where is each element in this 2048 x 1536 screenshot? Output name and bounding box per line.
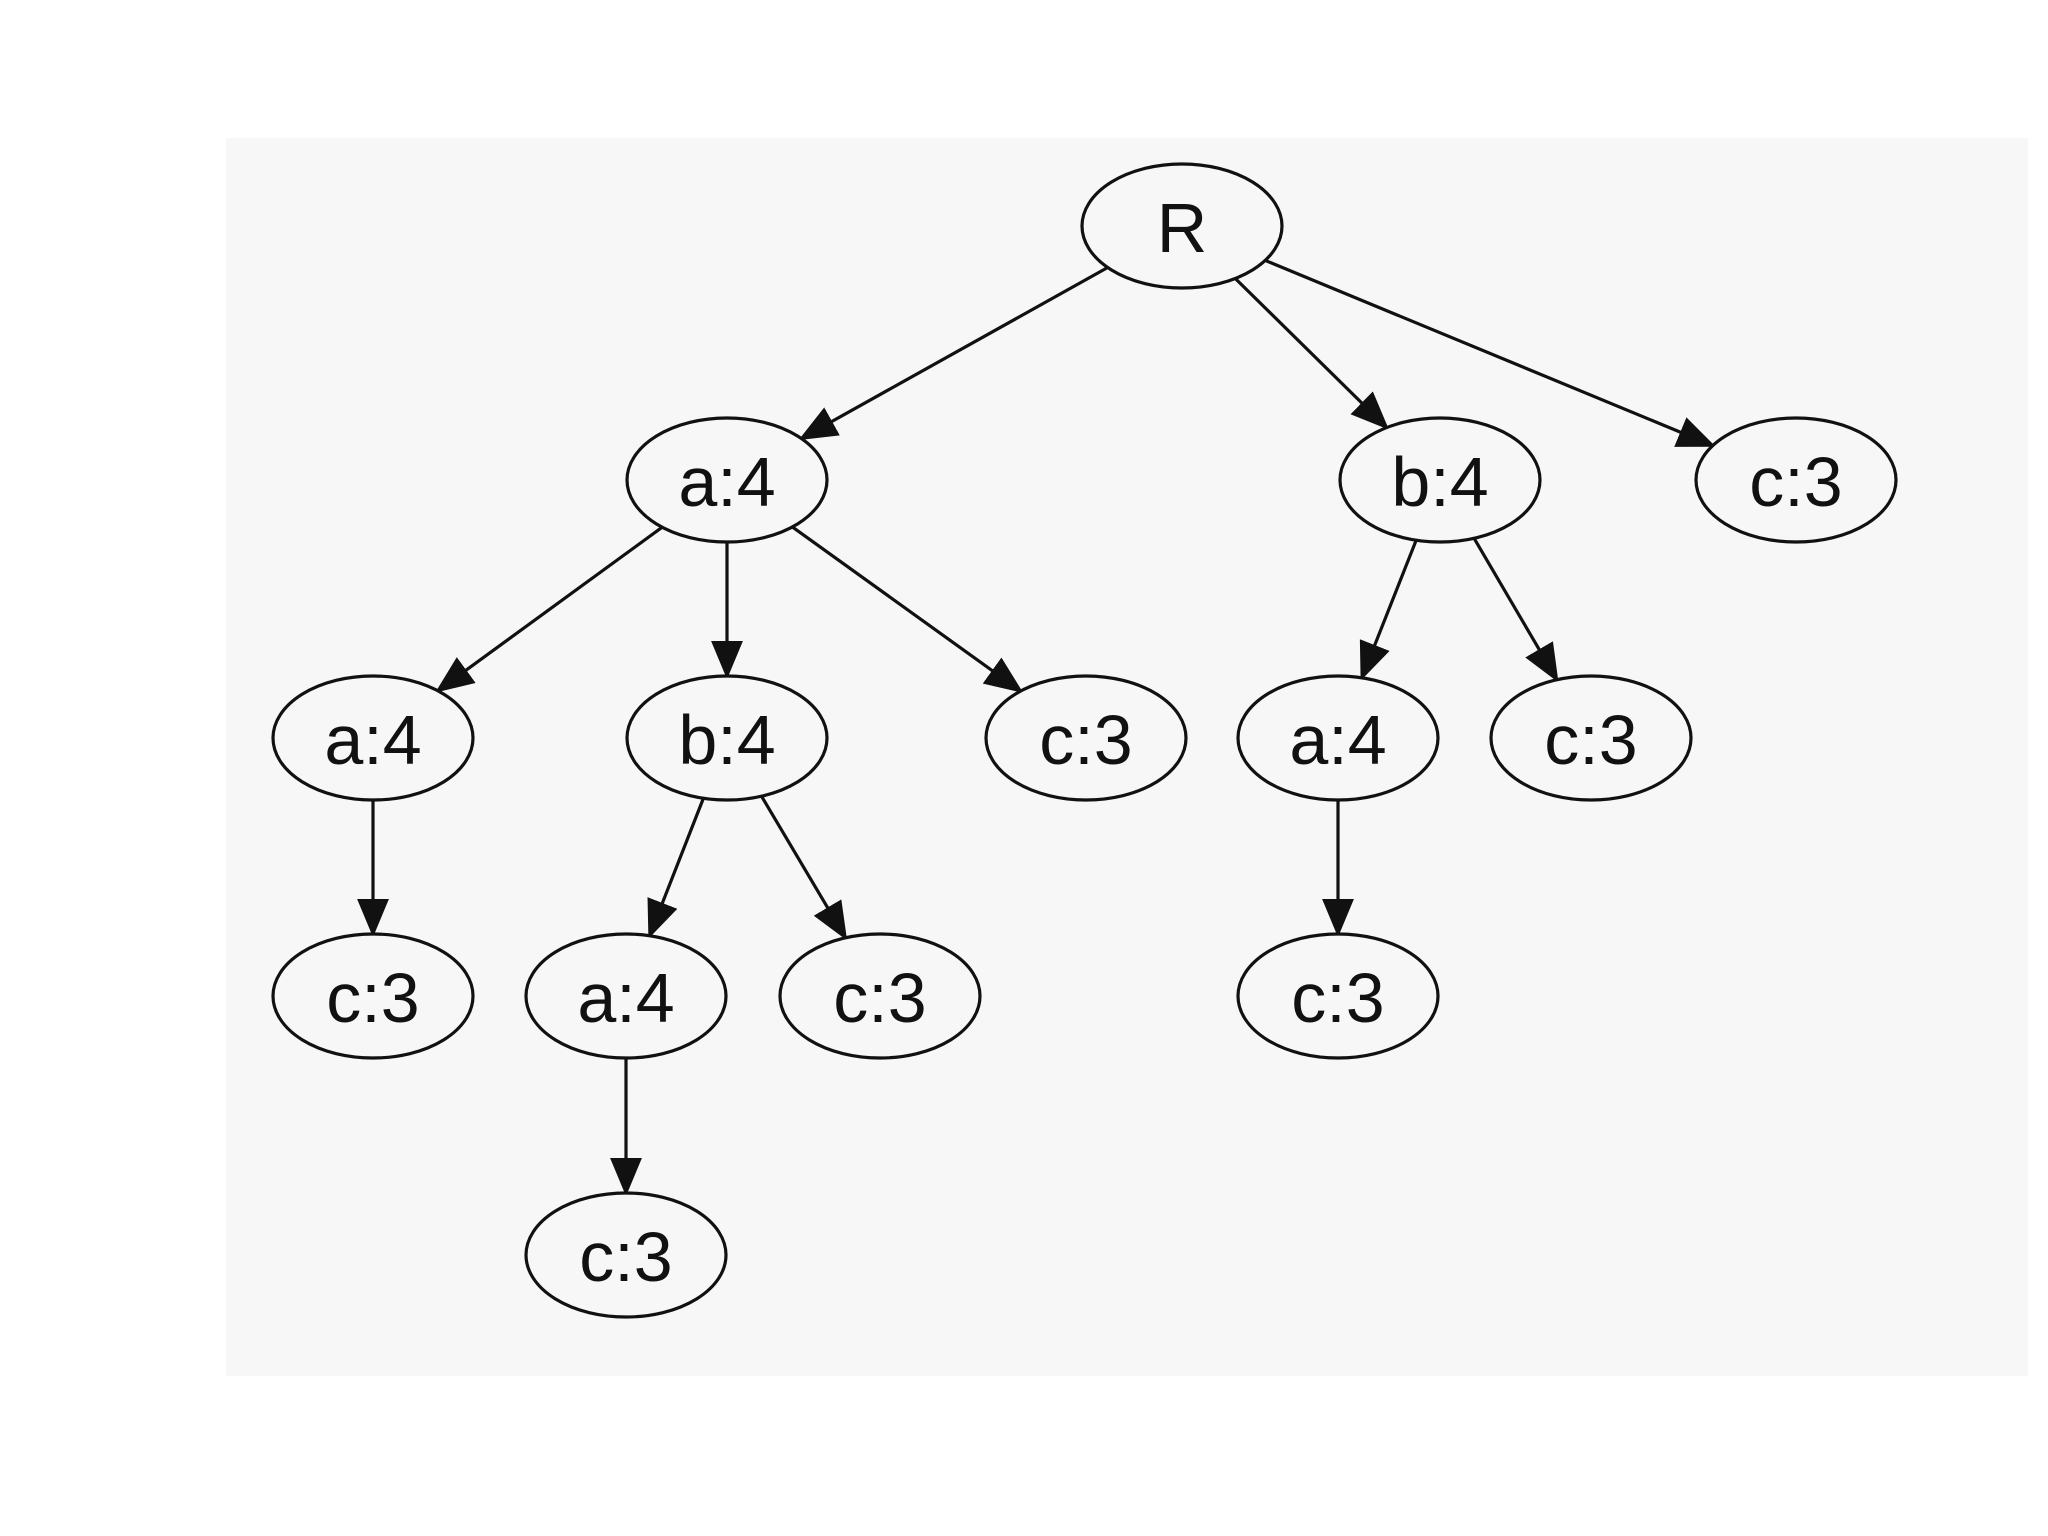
node-ellipse [524, 1191, 728, 1319]
tree-node-c-3: c:3 [984, 674, 1188, 802]
tree-node-a-4: a:4 [524, 932, 728, 1060]
node-ellipse [1080, 162, 1284, 290]
node-ellipse [625, 674, 829, 802]
node-ellipse [271, 674, 475, 802]
node-ellipse [625, 416, 829, 544]
node-label: a:4 [324, 701, 421, 779]
node-label: b:4 [1391, 443, 1488, 521]
node-label: a:4 [678, 443, 775, 521]
edge-n1-to-n4 [435, 525, 664, 693]
node-ellipse [271, 932, 475, 1060]
edge-n1-to-n6 [791, 525, 1024, 693]
tree-node-c-3: c:3 [524, 1191, 728, 1319]
tree-node-c-3: c:3 [1489, 674, 1693, 802]
node-label: a:4 [577, 959, 674, 1037]
edge-n0-to-n2 [1234, 277, 1389, 430]
node-ellipse [778, 932, 982, 1060]
node-ellipse [1236, 932, 1440, 1060]
node-label: b:4 [678, 701, 775, 779]
tree-node-a-4: a:4 [1236, 674, 1440, 802]
tree-node-c-3: c:3 [271, 932, 475, 1060]
node-label: a:4 [1289, 701, 1386, 779]
tree-node-r: R [1080, 162, 1284, 290]
node-label: c:3 [1291, 959, 1384, 1037]
node-label: R [1157, 189, 1208, 267]
edges-layer [357, 258, 1716, 1197]
edge-n0-to-n3 [1264, 258, 1716, 448]
nodes-layer: Ra:4 b:4 c:3 a:4 b:4 c:3 a:4 c:3 c:3 a:4 c:3 c:3 c:3 [271, 162, 1898, 1319]
edge-n2-to-n7 [1359, 539, 1418, 681]
node-label: c:3 [1544, 701, 1637, 779]
tree-node-a-4: a:4 [625, 416, 829, 544]
tree-node-c-3: c:3 [1694, 416, 1898, 544]
node-label: c:3 [1749, 443, 1842, 521]
tree-node-c-3: c:3 [1236, 932, 1440, 1060]
node-ellipse [1338, 416, 1542, 544]
node-label: c:3 [579, 1218, 672, 1296]
tree-node-b-4: b:4 [625, 674, 829, 802]
node-ellipse [1489, 674, 1693, 802]
node-label: c:3 [833, 959, 926, 1037]
edge-n5-to-n11 [760, 795, 848, 941]
node-label: c:3 [1039, 701, 1132, 779]
node-ellipse [1236, 674, 1440, 802]
tree-node-a-4: a:4 [271, 674, 475, 802]
tree-node-c-3: c:3 [778, 932, 982, 1060]
edge-n0-to-n1 [798, 266, 1109, 441]
node-ellipse [524, 932, 728, 1060]
edge-n5-to-n10 [647, 797, 705, 939]
node-label: c:3 [326, 959, 419, 1037]
edge-n2-to-n8 [1472, 537, 1559, 683]
node-ellipse [984, 674, 1188, 802]
node-ellipse [1694, 416, 1898, 544]
tree-node-b-4: b:4 [1338, 416, 1542, 544]
